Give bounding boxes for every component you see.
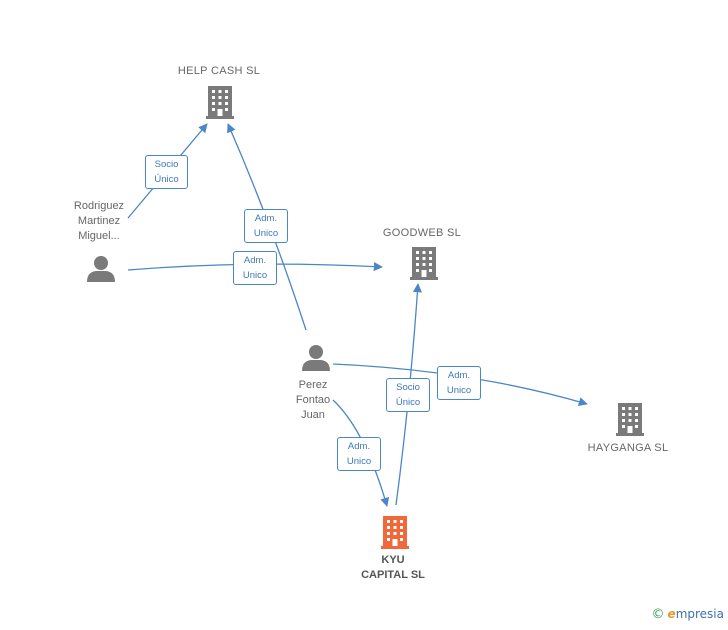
edge-label-rodriguez-helpcash: Socio Único (145, 155, 188, 189)
brand-logo: ©empresia (652, 607, 724, 622)
edge-label-kyu-goodweb: Socio Único (386, 378, 430, 412)
building-icon[interactable] (616, 403, 644, 436)
building-icon-focus[interactable] (381, 516, 409, 549)
edge-label-rodriguez-goodweb: Adm. Unico (233, 251, 277, 285)
person-icon[interactable] (302, 345, 330, 371)
node-label-help-cash[interactable]: HELP CASH SL (177, 65, 261, 77)
node-label-perez[interactable]: Perez Fontao Juan (295, 379, 331, 421)
edge-label-perez-kyu: Adm. Unico (337, 437, 381, 471)
brand-name: mpresia (675, 607, 724, 621)
building-icon[interactable] (206, 86, 234, 119)
building-icon[interactable] (410, 247, 438, 280)
edge-label-perez-helpcash: Adm. Unico (244, 209, 288, 243)
brand-initial: e (667, 607, 676, 621)
node-label-hayganga[interactable]: HAYGANGA SL (587, 442, 669, 454)
node-label-kyu-capital[interactable]: KYU CAPITAL SL (361, 554, 425, 581)
edge-label-perez-hayganga: Adm. Unico (437, 366, 481, 400)
node-label-goodweb[interactable]: GOODWEB SL (382, 227, 462, 239)
node-label-rodriguez[interactable]: Rodriguez Martinez Miguel... (73, 200, 125, 242)
copyright-icon: © (651, 607, 665, 622)
person-icon[interactable] (87, 256, 115, 282)
